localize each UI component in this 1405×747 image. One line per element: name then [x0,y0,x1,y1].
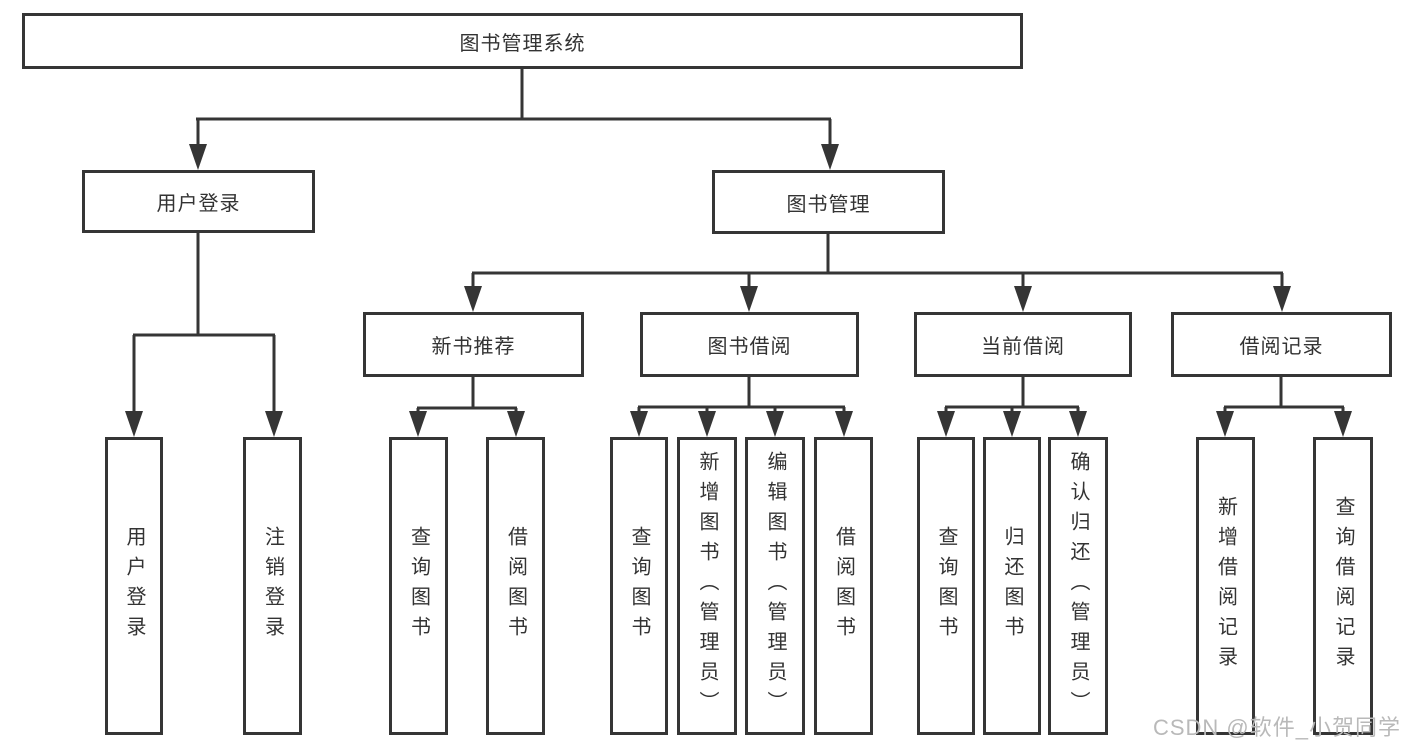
leaf-add-book-admin: 新增图书（管理员） [677,437,737,735]
leaf-borrow-books-recommend: 借阅图书 [486,437,545,735]
leaf-label: 归还图书 [1001,526,1023,646]
node-label: 图书借阅 [707,336,792,358]
leaf-label: 查询图书 [935,526,957,646]
leaf-borrow-books: 借阅图书 [814,437,873,735]
node-book-management: 图书管理 [712,170,945,234]
leaf-label: 注销登录 [261,526,284,646]
leaf-add-borrow-record: 新增借阅记录 [1196,437,1255,735]
leaf-label: 查询借阅记录 [1332,496,1354,676]
node-borrowing-records: 借阅记录 [1171,312,1392,377]
leaf-logout: 注销登录 [243,437,302,735]
leaf-label: 确认归还（管理员） [1067,451,1089,721]
leaf-label: 新增图书（管理员） [696,451,718,721]
leaf-label: 编辑图书（管理员） [764,451,786,721]
leaf-label: 查询图书 [628,526,650,646]
node-label: 当前借阅 [981,336,1065,358]
leaf-confirm-return-admin: 确认归还（管理员） [1048,437,1108,735]
node-label: 图书管理系统 [459,32,586,55]
node-label: 图书管理 [786,193,871,216]
leaf-return-books: 归还图书 [983,437,1041,735]
leaf-query-books-recommend: 查询图书 [389,437,448,735]
leaf-query-books-borrowing: 查询图书 [610,437,668,735]
leaf-edit-book-admin: 编辑图书（管理员） [745,437,805,735]
node-book-borrowing: 图书借阅 [640,312,859,377]
node-label: 用户登录 [156,193,241,215]
node-current-borrowing: 当前借阅 [914,312,1132,377]
leaf-label: 借阅图书 [504,526,527,646]
leaf-user-login: 用户登录 [105,437,163,735]
node-label: 借阅记录 [1239,336,1324,358]
node-label: 新书推荐 [431,336,516,358]
leaf-label: 查询图书 [407,526,430,646]
leaf-label: 借阅图书 [832,526,855,646]
leaf-label: 用户登录 [123,526,145,646]
node-library-management-system: 图书管理系统 [22,13,1023,69]
leaf-query-borrow-record: 查询借阅记录 [1313,437,1373,735]
leaf-label: 新增借阅记录 [1214,496,1237,676]
node-user-login: 用户登录 [82,170,315,233]
node-new-book-recommendation: 新书推荐 [363,312,584,377]
leaf-query-books-current: 查询图书 [917,437,975,735]
csdn-watermark: CSDN @软件_小贺同学 [1152,715,1401,740]
